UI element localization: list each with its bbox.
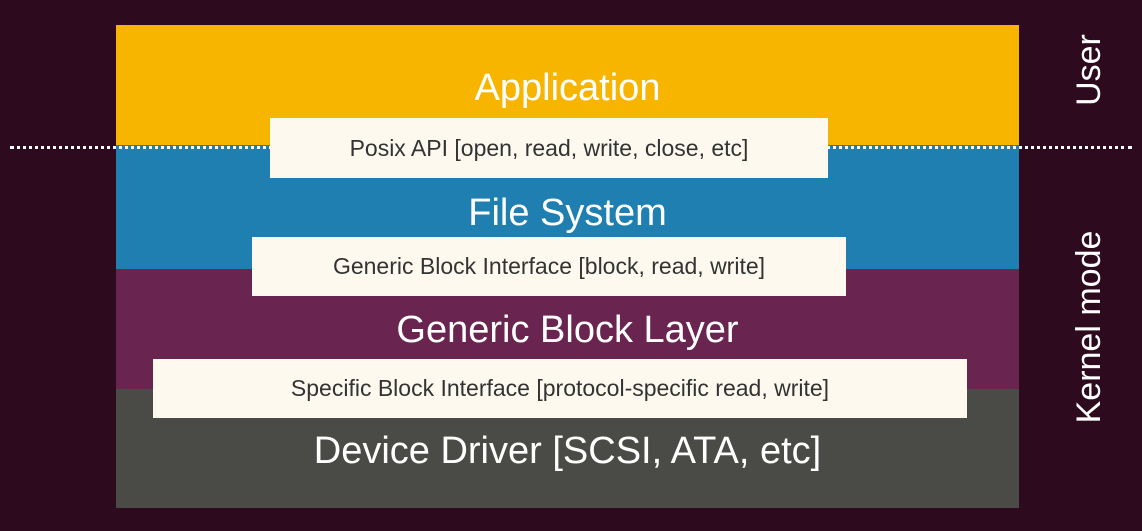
application-label: Application bbox=[474, 67, 661, 109]
kernel-mode-label: Kernel mode bbox=[1070, 230, 1108, 424]
device-driver-label: Device Driver [SCSI, ATA, etc] bbox=[313, 430, 822, 472]
file-system-label: File System bbox=[468, 192, 667, 234]
generic-block-layer-label: Generic Block Layer bbox=[396, 309, 739, 351]
posix-api-box: Posix API [open, read, write, close, etc… bbox=[270, 118, 828, 178]
specific-block-interface-box: Specific Block Interface [protocol-speci… bbox=[153, 359, 967, 418]
user-mode-label: User bbox=[1070, 34, 1108, 106]
generic-block-interface-box: Generic Block Interface [block, read, wr… bbox=[252, 237, 846, 296]
